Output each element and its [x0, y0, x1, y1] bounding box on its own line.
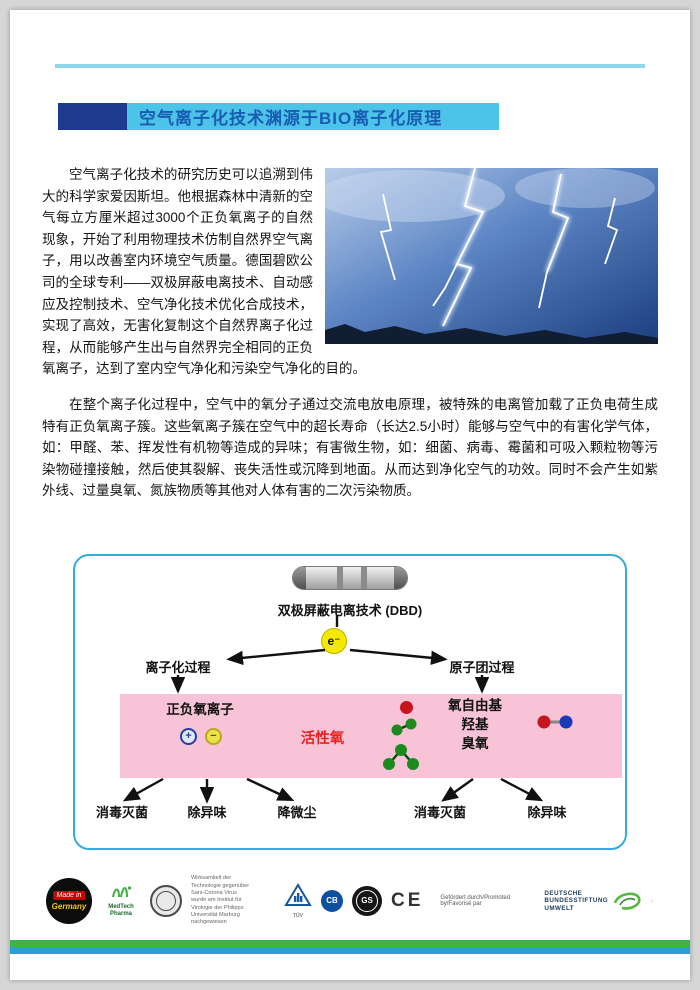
dbu-logo: DEUTSCHE BUNDESSTIFTUNG UMWELT — [544, 889, 642, 913]
page-title: 空气离子化技术渊源于BIO离子化原理 — [139, 109, 443, 128]
radicals-list: 氧自由基 羟基 臭氧 — [415, 696, 535, 753]
reactive-oxygen-band — [120, 693, 622, 778]
paragraph-1: 空气离子化技术的研究历史可以追溯到伟大的科学家爱因斯坦。他根据森林中清新的空气每… — [42, 164, 658, 380]
outcome-label-sterilize-right: 消毒灭菌 — [413, 804, 466, 820]
pharma-cluster-logo: MedTech Pharma — [101, 883, 141, 918]
negative-ion-icon: − — [205, 727, 222, 745]
cb-logo: CB — [321, 889, 343, 912]
radical-label: 羟基 — [461, 716, 489, 732]
oxygen-atom-icon — [400, 700, 413, 714]
outcome-label-odor-right: 除异味 — [527, 804, 567, 820]
university-seal-icon — [150, 884, 182, 917]
germany-text: Germany — [51, 901, 87, 911]
title-navy-block — [58, 103, 127, 130]
gs-badge-icon: GS — [352, 885, 382, 916]
cb-mark-icon: CB — [321, 889, 343, 912]
tuv-triangle-icon — [284, 882, 312, 906]
certification-logos-row: Made in Germany MedTech Pharma Wirksamke… — [10, 875, 690, 926]
radical-label: 臭氧 — [461, 735, 489, 751]
seal-inner-ring — [156, 890, 176, 911]
pharma-text-1: MedTech — [108, 904, 134, 911]
tube-band — [337, 566, 343, 589]
title-bar: 空气离子化技术渊源于BIO离子化原理 — [58, 103, 690, 130]
dbu-line-2: BUNDESSTIFTUNG — [544, 897, 609, 905]
made-in-germany-badge: Made in Germany — [46, 877, 92, 924]
gs-text: GS — [361, 896, 373, 906]
oxygen-ions-label: 正负氧离子 — [166, 701, 234, 717]
dbu-text: DEUTSCHE BUNDESSTIFTUNG UMWELT — [544, 890, 608, 913]
active-oxygen-label: 活性氧 — [300, 730, 345, 747]
ce-mark: CE — [391, 889, 424, 911]
tuv-caption: TÜV — [293, 912, 303, 919]
dbd-technology-label: 双极屏蔽电离技术 (DBD) — [277, 602, 423, 618]
virology-cert-note: Wirksamkeit der Technologie gegenüber Sa… — [191, 875, 250, 926]
hydroxyl-molecule-icon — [537, 715, 573, 729]
plus-symbol: + — [185, 730, 192, 743]
radical-process-label: 原子团过程 — [449, 659, 515, 675]
pharma-leaf-icon — [112, 886, 132, 898]
ionization-process-label: 离子化过程 — [145, 659, 211, 675]
lightning-photo — [325, 168, 658, 344]
paragraph-1-text: 空气离子化技术的研究历史可以追溯到伟大的科学家爱因斯坦。他根据森林中清新的空气每… — [42, 167, 366, 377]
gs-ring: GS — [356, 889, 378, 912]
paragraph-2: 在整个离子化过程中，空气中的氧分子通过交流电放电原理，被特殊的电离管加载了正负电… — [42, 396, 658, 499]
dbu-line-3: UMWELT — [544, 904, 574, 912]
top-accent-rule — [55, 64, 645, 68]
outcome-label-dust: 降微尘 — [277, 804, 317, 820]
dbu-swoosh-icon — [613, 892, 641, 910]
document-page: 空气离子化技术渊源于BIO离子化原理 — [10, 10, 690, 980]
tube-end-cap — [293, 566, 306, 589]
saxony-horse-icon — [651, 899, 654, 903]
tube-band — [361, 566, 367, 589]
cb-text: CB — [326, 896, 338, 906]
electron-icon: e⁻ — [321, 627, 347, 654]
title-cyan-block: 空气离子化技术渊源于BIO离子化原理 — [127, 103, 499, 130]
pharma-text-2: Pharma — [109, 911, 132, 918]
footer-stripe-green — [10, 939, 690, 947]
tube-end-cap — [394, 566, 407, 589]
tuv-logo: TÜV — [284, 882, 312, 919]
oxygen-radical-molecule-icon — [391, 718, 417, 736]
outcome-label-odor-left: 除异味 — [187, 804, 227, 820]
positive-ion-icon: + — [180, 727, 197, 745]
gs-logo: GS — [352, 885, 382, 916]
body-content: 空气离子化技术的研究历史可以追溯到伟大的科学家爱因斯坦。他根据森林中清新的空气每… — [10, 164, 690, 502]
minus-symbol: − — [210, 730, 217, 743]
promoted-by-text: Gefördert durch/Promoted by/Favorisé par — [440, 894, 511, 907]
made-in-text: Made in — [52, 890, 86, 900]
outcome-label-sterilize-left: 消毒灭菌 — [95, 804, 148, 820]
ionizer-tube-image — [292, 565, 408, 590]
radical-label: 氧自由基 — [448, 697, 502, 713]
dbu-line-1: DEUTSCHE — [544, 889, 583, 897]
ionization-diagram: 双极屏蔽电离技术 (DBD) e⁻ 离子化过程 原子团过程 正负氧离子 + − … — [73, 553, 627, 850]
footer-stripe-blue — [10, 946, 690, 954]
ozone-molecule-icon — [383, 743, 419, 770]
